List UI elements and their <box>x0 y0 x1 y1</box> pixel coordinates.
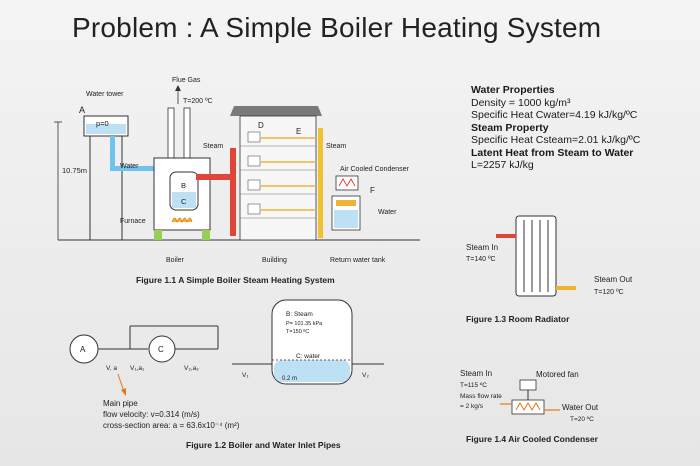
building-roof <box>230 106 322 116</box>
drum-v2-label: V₂ <box>362 372 369 379</box>
flue-gas-label: Flue Gas <box>172 77 201 84</box>
flow-label-v1: V₁,a₁ <box>130 365 145 372</box>
figure-1-1-caption: Figure 1.1 A Simple Boiler Steam Heating… <box>136 275 335 285</box>
drum-water-label: C: water <box>296 353 321 360</box>
radiator-steam-in-label: Steam In <box>466 243 498 252</box>
point-a-label: A <box>79 105 85 115</box>
steam-label-right: Steam <box>326 143 346 150</box>
flue-stack-right <box>183 107 191 159</box>
drum-v1-label: V₁ <box>242 372 249 379</box>
return-tank-label: Return water tank <box>330 257 386 264</box>
radiator-steam-out-temp: T=120 ºC <box>594 289 624 296</box>
figure-1-4: Steam In T=115 ºC Mass flow rate = 2 kg/… <box>460 369 599 444</box>
pressure-label: p=0 <box>96 119 109 128</box>
steam-label-left: Steam <box>203 143 223 150</box>
condenser-water-out-label: Water Out <box>562 403 599 412</box>
water-feed-pipe-vertical <box>110 136 115 170</box>
drum-pressure-label: P= 101.35 kPa <box>286 321 323 327</box>
steam-property-heading: Steam Property <box>471 121 549 134</box>
furnace-flame-icon <box>171 217 193 224</box>
figure-1-4-caption: Figure 1.4 Air Cooled Condenser <box>466 434 599 444</box>
building-label: Building <box>262 257 287 264</box>
slide-title: Problem : A Simple Boiler Heating System <box>72 12 602 43</box>
density-line: Density = 1000 kg/m³ <box>471 96 571 109</box>
furnace-label: Furnace <box>120 218 146 225</box>
inlet-node-c-label: C <box>158 345 164 354</box>
water-properties-heading: Water Properties <box>471 84 555 96</box>
latent-heat-value: L=2257 kJ/kg <box>471 159 534 171</box>
main-pipe-label: Main pipe <box>103 399 138 408</box>
steam-riser <box>230 148 236 236</box>
boiler-label: Boiler <box>166 257 185 264</box>
flue-temp-label: T=200 ºC <box>183 98 213 105</box>
building-radiators <box>247 131 261 215</box>
figure-1-2: A C V, a V₁,a₁ V₂,a₂ Main pipe flow velo… <box>69 299 384 450</box>
height-label: 10.75m <box>62 166 87 175</box>
water-label-right: Water <box>378 209 397 216</box>
specific-heat-water-line: Specific Heat Cwater=4.19 kJ/kg/ºC <box>471 109 638 121</box>
mass-flow-value: = 2 kg/s <box>460 403 484 410</box>
flow-velocity-label: flow velocity: v=0.314 (m/s) <box>103 410 200 419</box>
figure-1-3: Steam In T=140 ºC Steam Out T=120 ºC Fig… <box>466 215 633 324</box>
condenser-coil <box>335 175 359 191</box>
main-pipe-pointer <box>117 373 125 393</box>
flow-label-v: V, a <box>106 365 117 372</box>
condenser-steam-in-temp: T=115 ºC <box>460 382 487 389</box>
radiator-steam-out-label: Steam Out <box>594 275 633 284</box>
radiator-steam-out-pipe <box>556 286 576 290</box>
water-tower-label: Water tower <box>86 91 124 98</box>
point-c-label: C <box>181 197 187 206</box>
point-d-label: D <box>258 121 264 130</box>
motored-fan-label: Motored fan <box>536 370 579 379</box>
properties-panel: Water Properties Density = 1000 kg/m³ Sp… <box>471 84 640 172</box>
building-return-lines <box>260 137 316 211</box>
point-b-label: B <box>181 181 186 190</box>
flow-label-v2: V₂,a₂ <box>184 365 199 372</box>
condenser-steam-in-label: Steam In <box>460 369 492 378</box>
water-label-left: Water <box>120 163 139 170</box>
steam-pipe-horizontal <box>196 174 234 180</box>
latent-heat-line: Latent Heat from Steam to Water <box>471 146 634 159</box>
condenser-water-out-temp: T=20 ºC <box>570 416 594 423</box>
figure-1-1: 10.75m p=0 Water tower A Water Flue Gas … <box>54 77 420 285</box>
drum-steam-label: B: Steam <box>286 311 313 318</box>
figure-1-3-caption: Figure 1.3 Room Radiator <box>466 314 570 324</box>
mass-flow-label: Mass flow rate <box>460 393 502 400</box>
inlet-node-a-label: A <box>80 345 86 354</box>
water-feed-pipe-horizontal <box>110 166 168 171</box>
water-tower-water <box>86 124 126 134</box>
radiator-steam-in-temp: T=140 ºC <box>466 256 496 263</box>
cross-section-label: cross-section area: a = 63.6x10⁻⁴ (m²) <box>103 421 240 430</box>
radiator-body <box>515 215 557 297</box>
flue-stack-left <box>167 107 175 159</box>
radiator-steam-in-pipe <box>496 234 516 238</box>
return-riser <box>318 128 323 238</box>
drum-height-label: 0.2 m <box>282 376 297 382</box>
specific-heat-steam-line: Specific Heat Csteam=2.01 kJ/kg/ºC <box>471 134 641 146</box>
point-f-label: F <box>370 186 375 195</box>
fan-motor-icon <box>519 379 537 391</box>
figure-1-2-caption: Figure 1.2 Boiler and Water Inlet Pipes <box>186 440 341 450</box>
condenser-label: Air Cooled Condenser <box>340 166 410 173</box>
point-e-label: E <box>296 127 301 136</box>
drum-temp-label: T=150 ºC <box>286 328 309 335</box>
